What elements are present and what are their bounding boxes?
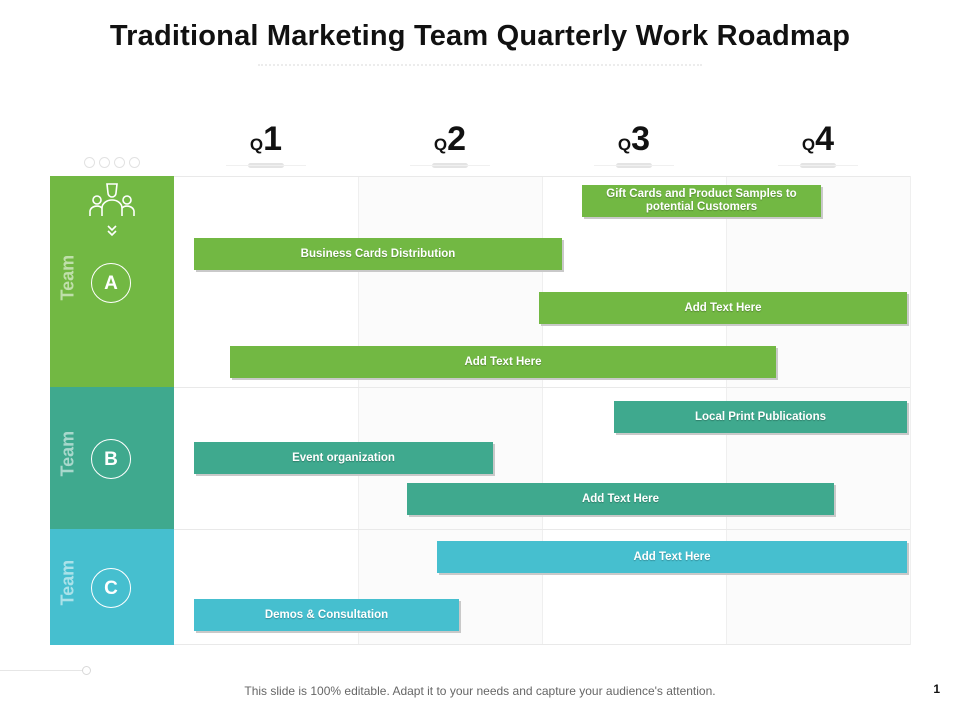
page-number: 1 (933, 682, 940, 696)
grid-line (542, 176, 543, 645)
task-bar: Add Text Here (230, 346, 776, 378)
team-b-badge: B (91, 439, 131, 479)
quarter-underline (410, 163, 490, 168)
quarter-number: 4 (815, 120, 835, 158)
team-c-label: Team (57, 559, 78, 606)
quarter-underline (594, 163, 674, 168)
grid-line (174, 176, 910, 177)
grid-line (174, 644, 910, 645)
grid-line (174, 529, 910, 530)
double-chevron-down-icon (107, 225, 117, 237)
page-title: Traditional Marketing Team Quarterly Wor… (109, 20, 851, 52)
decorative-dots (84, 155, 144, 173)
footer-note: This slide is 100% editable. Adapt it to… (244, 684, 716, 698)
footer-dot (82, 666, 91, 675)
task-bar: Add Text Here (539, 292, 907, 324)
quarter-number: 3 (631, 120, 651, 158)
quarter-prefix: Q (801, 135, 816, 154)
dot (114, 157, 125, 168)
quarter-prefix: Q (433, 135, 448, 154)
team-a-badge: A (91, 263, 131, 303)
task-bar: Add Text Here (437, 541, 907, 573)
quarter-number: 2 (447, 120, 467, 158)
dot (99, 157, 110, 168)
task-bar: Business Cards Distribution (194, 238, 562, 270)
quarter-number: 1 (263, 120, 283, 158)
quarter-header-4: Q4 (758, 120, 878, 159)
quarter-header-2: Q2 (390, 120, 510, 159)
quarter-header-3: Q3 (574, 120, 694, 159)
grid-line (358, 176, 359, 645)
dot (84, 157, 95, 168)
task-bar: Demos & Consultation (194, 599, 459, 631)
quarter-underline (778, 163, 858, 168)
task-bar: Gift Cards and Product Samples to potent… (582, 185, 821, 217)
task-bar: Add Text Here (407, 483, 834, 515)
dot (129, 157, 140, 168)
quarter-header-1: Q1 (206, 120, 326, 159)
quarter-underline (226, 163, 306, 168)
team-c-badge: C (91, 568, 131, 608)
task-bar: Event organization (194, 442, 493, 474)
quarter-prefix: Q (249, 135, 264, 154)
title-divider (258, 64, 702, 69)
quarter-prefix: Q (617, 135, 632, 154)
people-group-icon (89, 183, 135, 216)
team-b-label: Team (57, 430, 78, 477)
team-a-label: Team (57, 254, 78, 301)
task-bar: Local Print Publications (614, 401, 907, 433)
grid-line (174, 387, 910, 388)
grid-line (910, 176, 911, 645)
footer-line (0, 670, 84, 671)
